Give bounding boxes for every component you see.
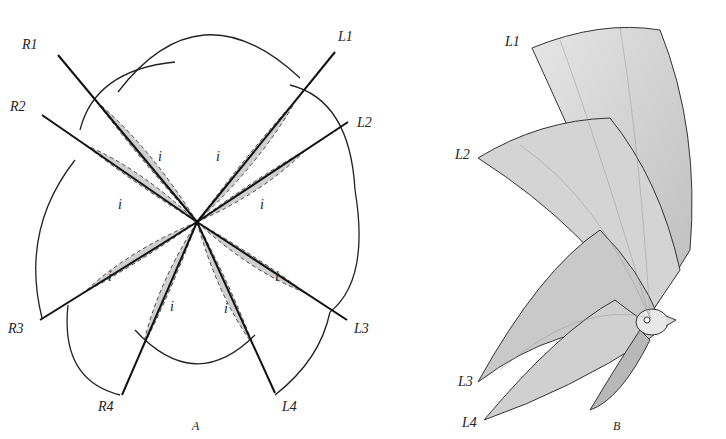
- inner-mark: i: [216, 150, 220, 164]
- wing-line: [122, 222, 197, 395]
- wing-position-label: R3: [8, 322, 24, 336]
- wing-arcs: [36, 35, 359, 395]
- inner-mark: i: [118, 198, 122, 212]
- wing-line: [197, 122, 348, 222]
- wing-line: [197, 222, 275, 393]
- inner-mark: i: [275, 270, 279, 284]
- inner-mark: i: [224, 302, 228, 316]
- figure-letter: A: [192, 420, 199, 432]
- wing-position-label: R1: [22, 38, 38, 52]
- bird-figure: [478, 27, 692, 420]
- wing-position-label: L1: [505, 35, 520, 49]
- wing-position-label: R4: [98, 400, 114, 414]
- wing-position-label: L4: [462, 416, 477, 430]
- wing-position-label: L1: [338, 30, 353, 44]
- wing-position-label: L2: [357, 116, 372, 130]
- wing-position-label: L2: [455, 148, 470, 162]
- inner-mark: i: [170, 300, 174, 314]
- wing-position-label: L4: [282, 400, 297, 414]
- inner-mark: i: [158, 150, 162, 164]
- inner-mark: i: [108, 270, 112, 284]
- inner-mark: i: [260, 198, 264, 212]
- figure-letter: B: [613, 420, 620, 432]
- wing-line: [42, 115, 197, 222]
- wing-position-label: L3: [458, 375, 473, 389]
- wing-position-label: L3: [354, 322, 369, 336]
- wing-line: [197, 52, 335, 222]
- wing-line: [58, 55, 197, 222]
- wing-position-label: R2: [10, 100, 26, 114]
